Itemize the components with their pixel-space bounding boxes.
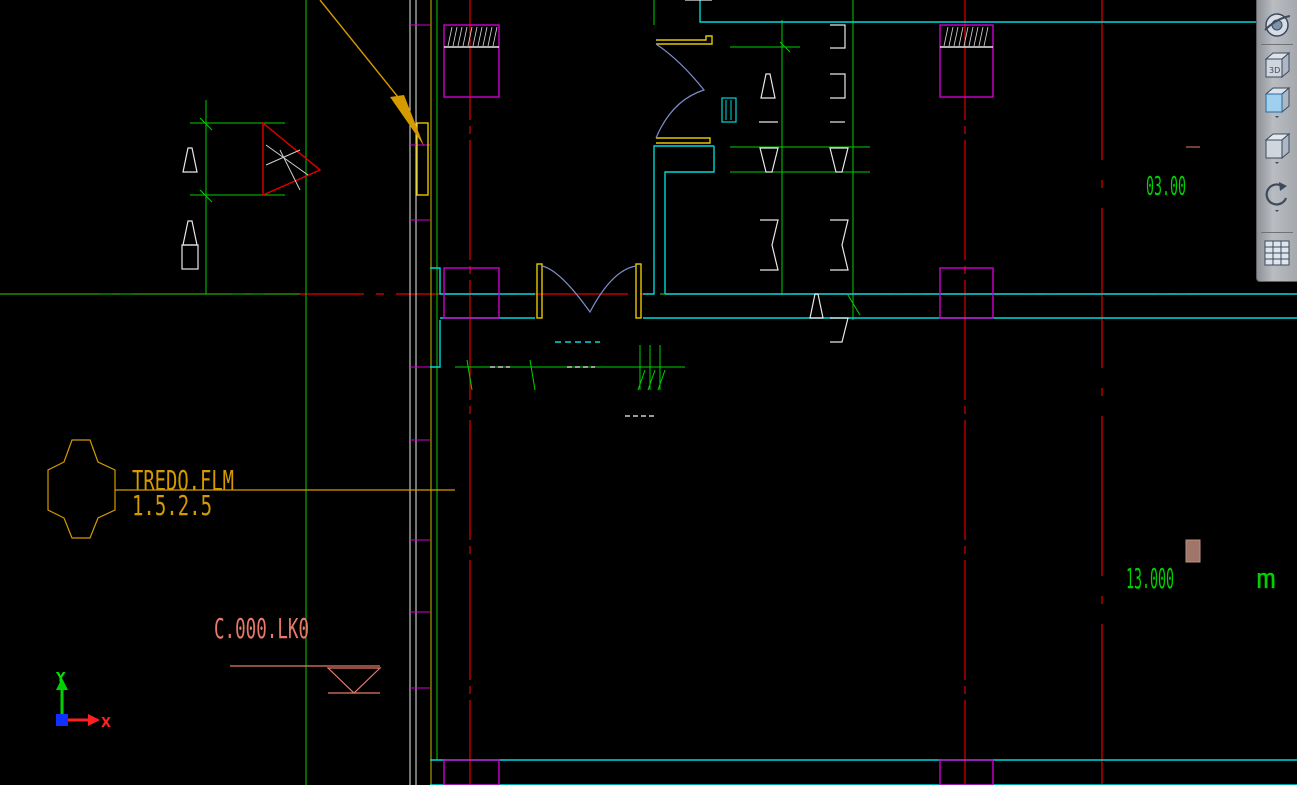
cube-iso-icon bbox=[1264, 132, 1291, 164]
elevation-label-1: 03.00 bbox=[1146, 172, 1186, 202]
level-label: C.000.LK0 bbox=[214, 612, 309, 645]
column-hatch bbox=[447, 26, 989, 47]
steering-wheel-icon bbox=[1264, 13, 1291, 37]
navigation-wheel-button[interactable] bbox=[1260, 8, 1294, 42]
properties-button[interactable] bbox=[1260, 236, 1294, 270]
3d-label: 3D bbox=[1269, 66, 1280, 75]
section-marker bbox=[262, 121, 322, 197]
3d-view-button[interactable]: 3D bbox=[1260, 48, 1294, 82]
ucs-x-label: X bbox=[101, 716, 111, 731]
orbit-button[interactable] bbox=[1260, 178, 1294, 212]
wall-ticks bbox=[410, 24, 430, 689]
table-grid-icon bbox=[1264, 240, 1290, 266]
elevation-label-2: 13.000 bbox=[1126, 562, 1174, 595]
misc-marks bbox=[1185, 146, 1201, 563]
leader-arrow bbox=[115, 0, 455, 491]
navigation-bar: 3D bbox=[1256, 0, 1297, 282]
walls bbox=[430, 0, 1297, 785]
section-tag-sub: 1.5.2.5 bbox=[132, 489, 212, 522]
doors bbox=[416, 35, 737, 319]
fixtures bbox=[181, 0, 849, 343]
ucs-y-label: Y bbox=[55, 671, 66, 686]
green-lines bbox=[0, 0, 1000, 785]
level-marker bbox=[230, 665, 382, 694]
cube-front-icon bbox=[1264, 86, 1291, 118]
ucs-icon: Y X bbox=[55, 671, 111, 731]
columns bbox=[443, 24, 994, 785]
view-cube-button[interactable] bbox=[1260, 130, 1294, 164]
cube-3d-icon: 3D bbox=[1264, 51, 1291, 79]
visual-style-button[interactable] bbox=[1260, 84, 1294, 118]
elevation-label-3: m bbox=[1256, 562, 1276, 595]
orbit-arrow-icon bbox=[1265, 182, 1288, 212]
section-tag bbox=[47, 439, 116, 539]
section-tag-text: TREDO.FLM bbox=[132, 464, 234, 497]
